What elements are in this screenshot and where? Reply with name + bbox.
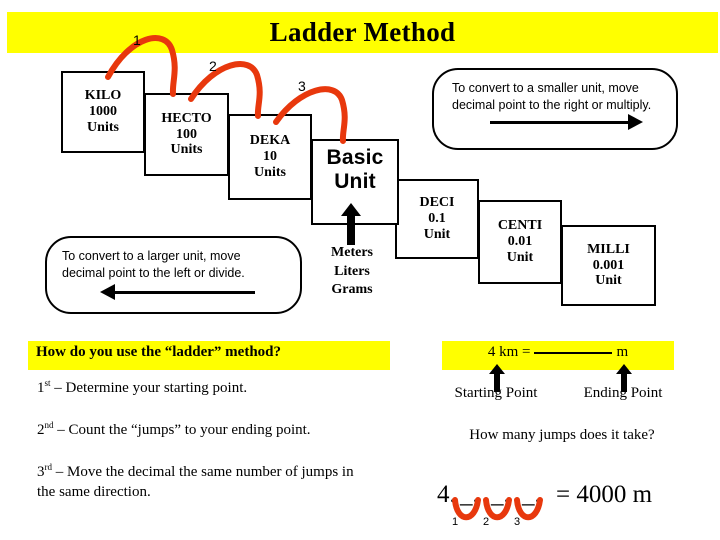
step-centi-value: 0.01 bbox=[507, 234, 533, 250]
worked-jump-number-2: 2 bbox=[483, 516, 490, 528]
howto-step-3: 3rd – Move the decimal the same number o… bbox=[37, 461, 367, 503]
ladder-step-hecto[interactable]: HECTO 100 Units bbox=[144, 93, 229, 176]
ladder-step-deka[interactable]: DEKA 10 Units bbox=[228, 114, 312, 200]
basic-unit-liters: Liters bbox=[334, 263, 370, 279]
jump-number-1: 1 bbox=[133, 32, 141, 48]
arrow-right-icon bbox=[628, 114, 643, 130]
example-highlight bbox=[442, 341, 674, 370]
example-equation-unit: m bbox=[616, 344, 629, 360]
howto-heading: How do you use the “ladder” method? bbox=[36, 344, 282, 360]
callout-smaller-line2: decimal point to the right or multiply. bbox=[452, 97, 652, 112]
step-deka-name: DEKA bbox=[249, 133, 291, 149]
worked-equation-lead: 4. bbox=[437, 481, 456, 508]
howto-step-2-ordinal: 2 bbox=[37, 422, 45, 438]
howto-step-3-ordinal: 3 bbox=[37, 464, 45, 480]
jumps-question: How many jumps does it take? bbox=[469, 427, 655, 443]
starting-point-arrow-icon bbox=[489, 364, 505, 374]
example-equation-prefix: 4 km = bbox=[487, 344, 531, 360]
ladder-step-basic-unit[interactable]: Basic Unit bbox=[311, 139, 399, 225]
arrow-right-shaft bbox=[490, 121, 630, 124]
basic-unit-meters: Meters bbox=[331, 245, 373, 260]
callout-larger-line2: decimal point to the left or divide. bbox=[62, 265, 245, 280]
page-title: Ladder Method bbox=[269, 17, 456, 47]
worked-equation-slot-3: _. bbox=[522, 481, 541, 508]
ending-point-arrow-icon bbox=[616, 364, 632, 374]
arrow-left-icon bbox=[100, 284, 115, 300]
step-centi-name: CENTI bbox=[497, 218, 543, 234]
step-kilo-value: 1000 bbox=[89, 104, 117, 120]
howto-step-2-suffix: nd bbox=[44, 420, 54, 430]
jump-number-2: 2 bbox=[209, 58, 217, 74]
ladder-step-kilo[interactable]: KILO 1000 Units bbox=[61, 71, 145, 153]
worked-equation-slot-1: _. bbox=[460, 481, 479, 508]
ending-point-arrow-shaft bbox=[621, 372, 627, 392]
worked-equation-slot-2: _. bbox=[491, 481, 510, 508]
step-basic-line1: Basic bbox=[326, 146, 384, 169]
step-milli-name: MILLI bbox=[587, 241, 630, 257]
worked-equation-result: = 4000 m bbox=[556, 481, 653, 508]
howto-step-3-text: – Move the decimal the same number of ju… bbox=[37, 464, 354, 501]
howto-heading-highlight bbox=[28, 341, 390, 370]
callout-smaller-line1: To convert to a smaller unit, move bbox=[452, 81, 639, 95]
step-deka-value: 10 bbox=[263, 149, 277, 165]
callout-convert-larger-text: To convert to a larger unit, move decima… bbox=[62, 248, 284, 282]
callout-convert-smaller bbox=[432, 68, 678, 150]
howto-step-1: 1st – Determine your starting point. bbox=[37, 377, 367, 398]
callout-larger-line1: To convert to a larger unit, move bbox=[62, 249, 241, 263]
step-kilo-name: KILO bbox=[84, 88, 122, 104]
step-deci-name: DECI bbox=[419, 195, 455, 211]
arrow-up-shaft bbox=[347, 213, 355, 245]
step-basic-line2: Unit bbox=[334, 169, 376, 193]
howto-step-1-ordinal: 1 bbox=[37, 380, 45, 396]
worked-equation-jump-arcs bbox=[452, 497, 543, 521]
ladder-step-centi[interactable]: CENTI 0.01 Unit bbox=[478, 200, 562, 284]
step-deka-unit: Units bbox=[254, 164, 286, 180]
step-hecto-value: 100 bbox=[176, 126, 197, 142]
howto-step-1-suffix: st bbox=[44, 378, 51, 388]
step-centi-unit: Unit bbox=[506, 249, 534, 265]
howto-step-3-suffix: rd bbox=[44, 462, 53, 472]
step-milli-value: 0.001 bbox=[592, 257, 625, 273]
step-deci-unit: Unit bbox=[423, 226, 451, 242]
starting-point-arrow-shaft bbox=[494, 372, 500, 392]
example-equation: 4 km = m bbox=[442, 344, 674, 361]
step-kilo-unit: Units bbox=[87, 119, 119, 135]
callout-convert-larger bbox=[45, 236, 302, 314]
howto-step-2: 2nd – Count the “jumps” to your ending p… bbox=[37, 419, 387, 440]
ladder-step-milli[interactable]: MILLI 0.001 Unit bbox=[561, 225, 656, 306]
step-hecto-name: HECTO bbox=[161, 110, 212, 126]
starting-point-label: Starting Point bbox=[454, 385, 538, 401]
worked-jump-number-3: 3 bbox=[514, 516, 521, 528]
howto-step-2-text: – Count the “jumps” to your ending point… bbox=[53, 422, 311, 438]
arrow-left-shaft bbox=[115, 291, 255, 294]
step-deci-value: 0.1 bbox=[428, 211, 446, 227]
ending-point-label: Ending Point bbox=[583, 385, 663, 401]
ladder-step-deci[interactable]: DECI 0.1 Unit bbox=[395, 179, 479, 259]
example-answer-blank[interactable] bbox=[534, 352, 613, 354]
worked-jump-number-1: 1 bbox=[452, 516, 459, 528]
step-hecto-unit: Units bbox=[170, 142, 203, 158]
basic-unit-grams: Grams bbox=[331, 282, 373, 298]
arrow-up-icon bbox=[341, 203, 361, 216]
howto-step-1-text: – Determine your starting point. bbox=[50, 380, 248, 396]
jump-number-3: 3 bbox=[298, 78, 306, 94]
step-milli-unit: Unit bbox=[595, 273, 622, 289]
basic-unit-examples: Meters Liters Grams bbox=[310, 244, 394, 300]
callout-convert-smaller-text: To convert to a smaller unit, move decim… bbox=[452, 80, 667, 114]
